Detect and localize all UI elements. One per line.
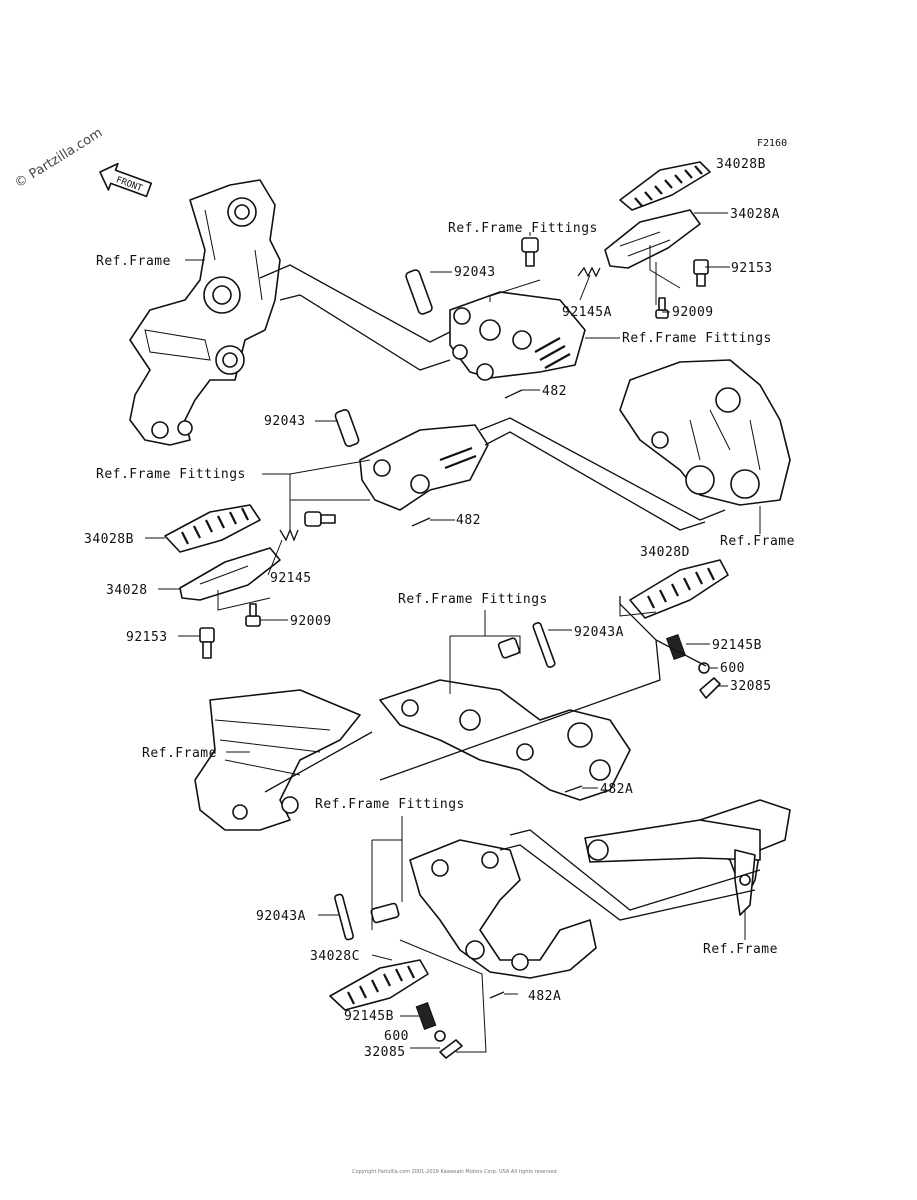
label-92145A: 92145A bbox=[562, 305, 612, 320]
spring-92145-mid bbox=[279, 528, 299, 542]
bracket-lower bbox=[409, 839, 597, 979]
pin-92043A-top bbox=[532, 622, 556, 668]
label-ref-frame-2: Ref.Frame bbox=[720, 534, 795, 549]
bolt-92009-mid bbox=[245, 603, 261, 627]
footpeg-34028C bbox=[329, 959, 429, 1011]
spring-92145B-bottom bbox=[415, 1002, 437, 1030]
label-ref-frame-fittings-5: Ref.Frame Fittings bbox=[315, 797, 465, 812]
label-ref-frame-fittings-2: Ref.Frame Fittings bbox=[622, 331, 772, 346]
pin-92043-mid bbox=[334, 409, 360, 447]
footpeg-34028B-top bbox=[619, 161, 711, 211]
ball-600-top bbox=[698, 662, 710, 674]
label-92153-top: 92153 bbox=[731, 261, 773, 276]
label-ref-frame-fittings-3: Ref.Frame Fittings bbox=[96, 467, 246, 482]
bolt-ref-top bbox=[521, 237, 539, 267]
clip-482-mid bbox=[411, 517, 431, 527]
pin-92043A-bottom bbox=[334, 893, 354, 941]
pin-32085-bottom bbox=[439, 1039, 463, 1059]
label-92043A-1: 92043A bbox=[574, 625, 624, 640]
frame-lower-right bbox=[584, 799, 791, 916]
label-92043A-2: 92043A bbox=[256, 909, 306, 924]
pin-32085-top bbox=[699, 677, 721, 699]
bolt-ref-center bbox=[497, 637, 521, 659]
footpeg-34028 bbox=[179, 547, 281, 601]
leader-lines bbox=[145, 212, 761, 1053]
bracket-center bbox=[379, 679, 631, 801]
pin-92043-top bbox=[405, 269, 433, 315]
label-482A-1: 482A bbox=[600, 782, 633, 797]
ball-600-bottom bbox=[434, 1030, 446, 1042]
label-92009-mid: 92009 bbox=[290, 614, 332, 629]
label-34028A: 34028A bbox=[730, 207, 780, 222]
label-600-1: 600 bbox=[720, 661, 745, 676]
label-ref-frame-4: Ref.Frame bbox=[703, 942, 778, 957]
label-92043-2: 92043 bbox=[264, 414, 306, 429]
bracket-upper-right bbox=[449, 291, 586, 381]
label-32085-1: 32085 bbox=[730, 679, 772, 694]
frame-upper-left bbox=[129, 179, 281, 446]
copyright-footer: Copyright Partzilla.com 2001-2019 Kawasa… bbox=[352, 1169, 557, 1175]
assembly-lines bbox=[259, 264, 761, 921]
label-34028: 34028 bbox=[106, 583, 148, 598]
label-92043-1: 92043 bbox=[454, 265, 496, 280]
label-ref-frame-fittings-4: Ref.Frame Fittings bbox=[398, 592, 548, 607]
label-34028D: 34028D bbox=[640, 545, 690, 560]
bracket-mid-left bbox=[359, 424, 489, 511]
label-92153-mid: 92153 bbox=[126, 630, 168, 645]
bolt-ref-bottom bbox=[370, 902, 400, 924]
partzilla-watermark: © Partzilla.com bbox=[12, 126, 105, 192]
bolt-ref-mid bbox=[304, 511, 336, 527]
label-ref-frame-1: Ref.Frame bbox=[96, 254, 171, 269]
spring-92145A-top bbox=[577, 266, 601, 278]
label-482-1: 482 bbox=[542, 384, 567, 399]
label-600-2: 600 bbox=[384, 1029, 409, 1044]
frame-lower-left bbox=[194, 689, 373, 831]
bolt-92153-top bbox=[693, 259, 709, 287]
label-ref-frame-3: Ref.Frame bbox=[142, 746, 217, 761]
label-92145: 92145 bbox=[270, 571, 312, 586]
front-arrow: FRONT bbox=[99, 162, 153, 198]
label-34028B-mid: 34028B bbox=[84, 532, 134, 547]
clip-482A-top bbox=[564, 785, 583, 793]
footpeg-34028D bbox=[629, 559, 729, 619]
label-ref-frame-fittings-1: Ref.Frame Fittings bbox=[448, 221, 598, 236]
bolt-92009-top bbox=[655, 297, 669, 319]
clip-482A-bottom bbox=[489, 991, 505, 999]
diagram-code: F2160 bbox=[757, 138, 787, 149]
frame-upper-right bbox=[619, 359, 791, 506]
footpeg-34028A bbox=[604, 209, 701, 269]
clip-482-top bbox=[504, 389, 523, 399]
label-34028C: 34028C bbox=[310, 949, 360, 964]
label-482-2: 482 bbox=[456, 513, 481, 528]
label-482A-2: 482A bbox=[528, 989, 561, 1004]
label-92145B-1: 92145B bbox=[712, 638, 762, 653]
footpeg-34028B-mid bbox=[164, 504, 261, 553]
bolt-92153-mid bbox=[199, 627, 215, 659]
label-92009-top: 92009 bbox=[672, 305, 714, 320]
label-92145B-2: 92145B bbox=[344, 1009, 394, 1024]
label-34028B-top: 34028B bbox=[716, 157, 766, 172]
label-32085-2: 32085 bbox=[364, 1045, 406, 1060]
